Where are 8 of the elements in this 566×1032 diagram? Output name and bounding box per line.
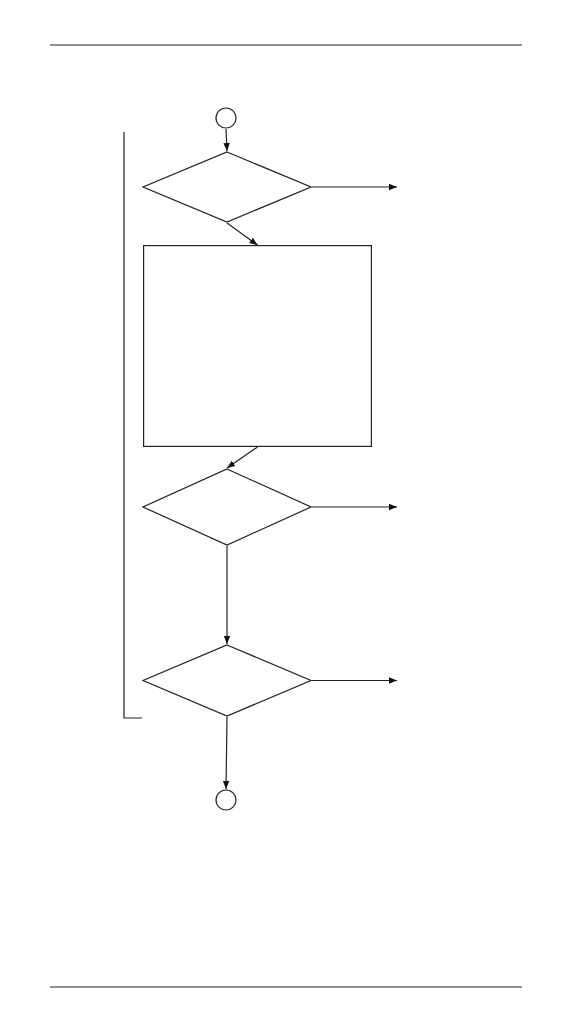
arrow bbox=[311, 677, 398, 684]
arrow bbox=[226, 222, 259, 246]
arrow bbox=[226, 446, 259, 469]
arrow bbox=[222, 716, 230, 790]
arrow bbox=[311, 503, 398, 511]
arrow bbox=[223, 128, 230, 152]
arrow bbox=[311, 183, 398, 191]
arrow bbox=[223, 545, 231, 645]
